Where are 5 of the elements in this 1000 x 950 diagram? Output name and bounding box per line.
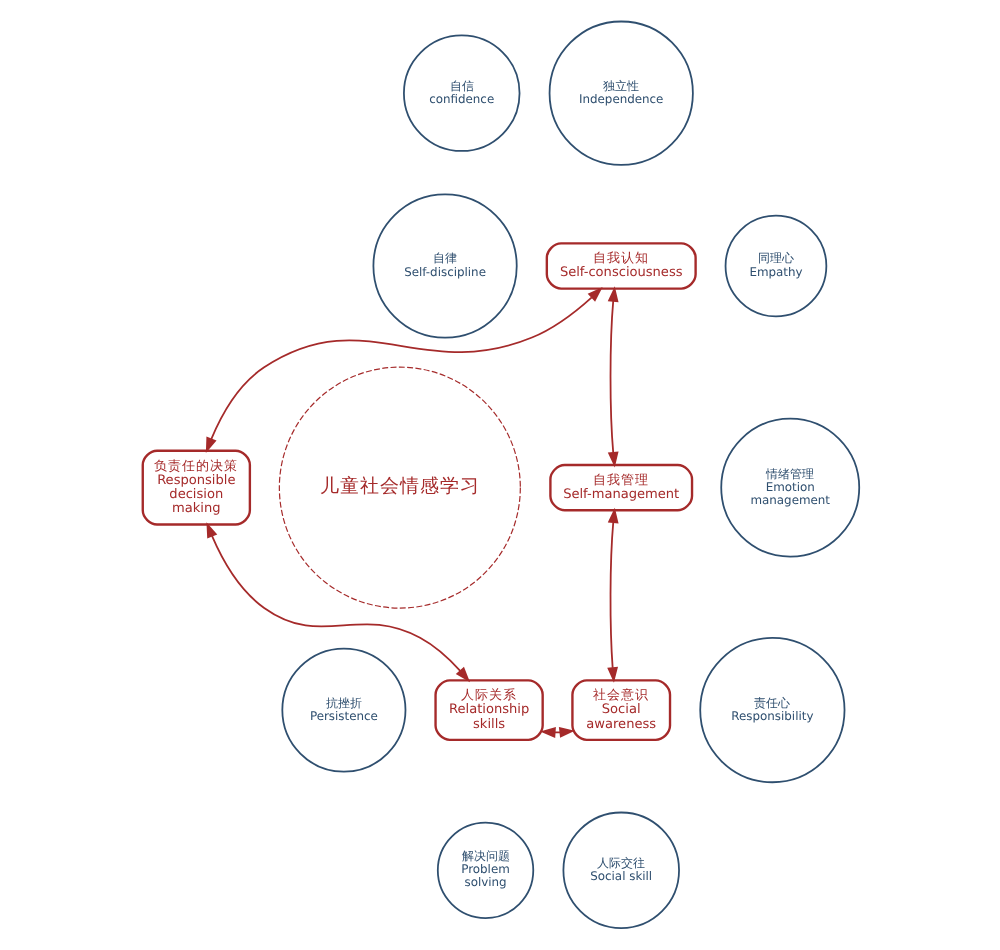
arrow (606, 507, 618, 683)
node-circle: 儿童社会情感学习 (277, 366, 520, 609)
arrow (205, 522, 470, 683)
arrow (606, 286, 618, 468)
arrow (204, 287, 602, 453)
